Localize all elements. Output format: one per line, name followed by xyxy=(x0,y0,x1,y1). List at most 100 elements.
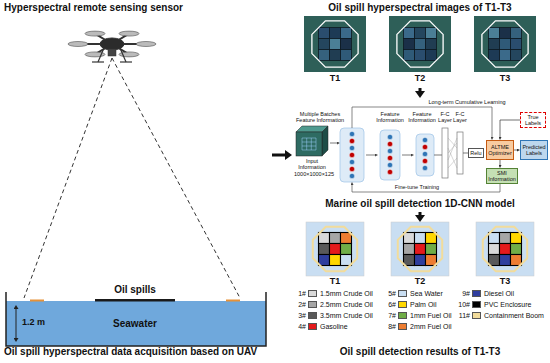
legend-item: 2mm Fuel Oil xyxy=(398,323,452,331)
legend-text: Gasoline xyxy=(320,323,348,331)
seawater-tank xyxy=(6,292,266,346)
image-tile: T2 xyxy=(391,222,449,288)
image-tile: T1 xyxy=(304,16,366,86)
box-text: SMI Information xyxy=(487,170,517,182)
legend-text: Containment Boom xyxy=(484,312,544,320)
flow-arrow xyxy=(514,150,517,151)
layer-label: Input Information xyxy=(292,158,332,170)
legend-swatch xyxy=(308,301,317,308)
legend-swatch xyxy=(308,312,317,319)
legend-item: Sea Water xyxy=(398,290,443,298)
image-tile: T1 xyxy=(306,222,364,288)
legend-text: 2.5mm Crude Oil xyxy=(320,301,373,309)
legend-swatch xyxy=(308,323,317,330)
process-box: SMI Information xyxy=(486,168,518,184)
legend-item: 1.5mm Crude Oil xyxy=(308,290,373,298)
legend-item: Palm Oil xyxy=(398,301,436,309)
legend-text: Diesel Oil xyxy=(484,290,514,298)
legend-number: 11# xyxy=(458,312,470,320)
legend-number: 10# xyxy=(458,301,470,309)
detection-result-image xyxy=(476,222,534,276)
legend-item: 3.5mm Crude Oil xyxy=(308,312,373,320)
legend-item: 2.5mm Crude Oil xyxy=(308,301,373,309)
layer-label: 1000×1000×125 xyxy=(292,171,336,177)
loop-label: Fine-tune Training xyxy=(387,184,447,190)
layer-label: Multiple Batches Feature Information xyxy=(292,111,348,123)
flow-arrow xyxy=(419,212,422,215)
layer-label: Feature Information xyxy=(404,111,440,123)
flow-arrow xyxy=(419,88,422,91)
panel-caption: Oil spill hyperspectral data acquisition… xyxy=(4,346,272,357)
legend-swatch xyxy=(308,290,317,297)
legend-text: 3.5mm Crude Oil xyxy=(320,312,373,320)
hyperspectral-image xyxy=(389,16,451,72)
box-text: ALTME Optimizer xyxy=(487,144,513,156)
sensor-label: Hyperspectral remote sensing sensor xyxy=(4,2,234,13)
panel-title: Marine oil spill detection 1D-CNN model xyxy=(292,198,548,209)
process-box: ALTME Optimizer xyxy=(486,140,514,160)
uav-drone xyxy=(68,31,156,62)
legend-item: 1mm Fuel Oil xyxy=(398,312,452,320)
process-box: Relu xyxy=(468,148,484,158)
box-text: True Labels xyxy=(521,114,545,126)
loop-label: Long-term Cumulative Learning xyxy=(417,99,517,105)
legend-item: Diesel Oil xyxy=(472,290,514,298)
image-label: T2 xyxy=(389,74,451,84)
legend-number: 3# xyxy=(294,312,306,320)
image-label: T1 xyxy=(304,74,366,84)
layer-label: F-C Layer xyxy=(452,111,468,123)
panel: Oil spill hyperspectral images of T1-T3T… xyxy=(292,0,548,88)
legend-text: Sea Water xyxy=(410,290,443,298)
panel-title: Oil spill hyperspectral images of T1-T3 xyxy=(292,2,548,13)
legend-text: 1.5mm Crude Oil xyxy=(320,290,373,298)
legend-swatch xyxy=(472,301,481,308)
image-label: T2 xyxy=(391,277,449,287)
legend-text: PVC Enclosure xyxy=(484,301,531,309)
legend-swatch xyxy=(472,312,481,319)
legend-text: 2mm Fuel Oil xyxy=(410,323,452,331)
panel-caption: Oil spill detection results of T1-T3 xyxy=(292,346,548,357)
detection-result-image xyxy=(391,222,449,276)
layer-label: F-C Layer xyxy=(437,111,453,123)
legend-number: 7# xyxy=(384,312,396,320)
box-text: Relu xyxy=(470,150,481,156)
legend-item: Gasoline xyxy=(308,323,348,331)
legend-number: 4# xyxy=(294,323,306,331)
layer-label: Feature Information xyxy=(372,111,408,123)
flow-arrow xyxy=(500,120,520,137)
detection-result-image xyxy=(306,222,364,276)
hyperspectral-image xyxy=(474,16,536,72)
image-tile: T2 xyxy=(389,16,451,86)
legend-swatch xyxy=(398,323,407,330)
image-tile: T3 xyxy=(476,222,534,288)
hyperspectral-image xyxy=(304,16,366,72)
legend-text: 1mm Fuel Oil xyxy=(410,312,452,320)
legend-swatch xyxy=(472,290,481,297)
oil-label: Oil spills xyxy=(90,284,180,295)
legend-item: PVC Enclosure xyxy=(472,301,531,309)
legend-number: 6# xyxy=(384,301,396,309)
panel: Oil spill hyperspectral data acquisition… xyxy=(0,0,272,363)
legend-swatch xyxy=(398,290,407,297)
image-label: T3 xyxy=(474,74,536,84)
legend-number: 8# xyxy=(384,323,396,331)
legend-text: Palm Oil xyxy=(410,301,436,309)
dimension: 1.2 m xyxy=(22,318,62,328)
sensor-beam xyxy=(24,58,240,298)
legend-number: 5# xyxy=(384,290,396,298)
image-label: T3 xyxy=(476,277,534,287)
process-box: Predicted Labels xyxy=(520,140,548,160)
flow-arrow xyxy=(272,154,285,157)
process-box: True Labels xyxy=(520,112,546,128)
legend-item: Containment Boom xyxy=(472,312,544,320)
image-label: T1 xyxy=(306,277,364,287)
legend-swatch xyxy=(398,301,407,308)
flow-arrow xyxy=(500,160,501,165)
legend-number: 1# xyxy=(294,290,306,298)
legend-number: 9# xyxy=(458,290,470,298)
legend-number: 2# xyxy=(294,301,306,309)
image-tile: T3 xyxy=(474,16,536,86)
box-text: Predicted Labels xyxy=(521,144,547,156)
